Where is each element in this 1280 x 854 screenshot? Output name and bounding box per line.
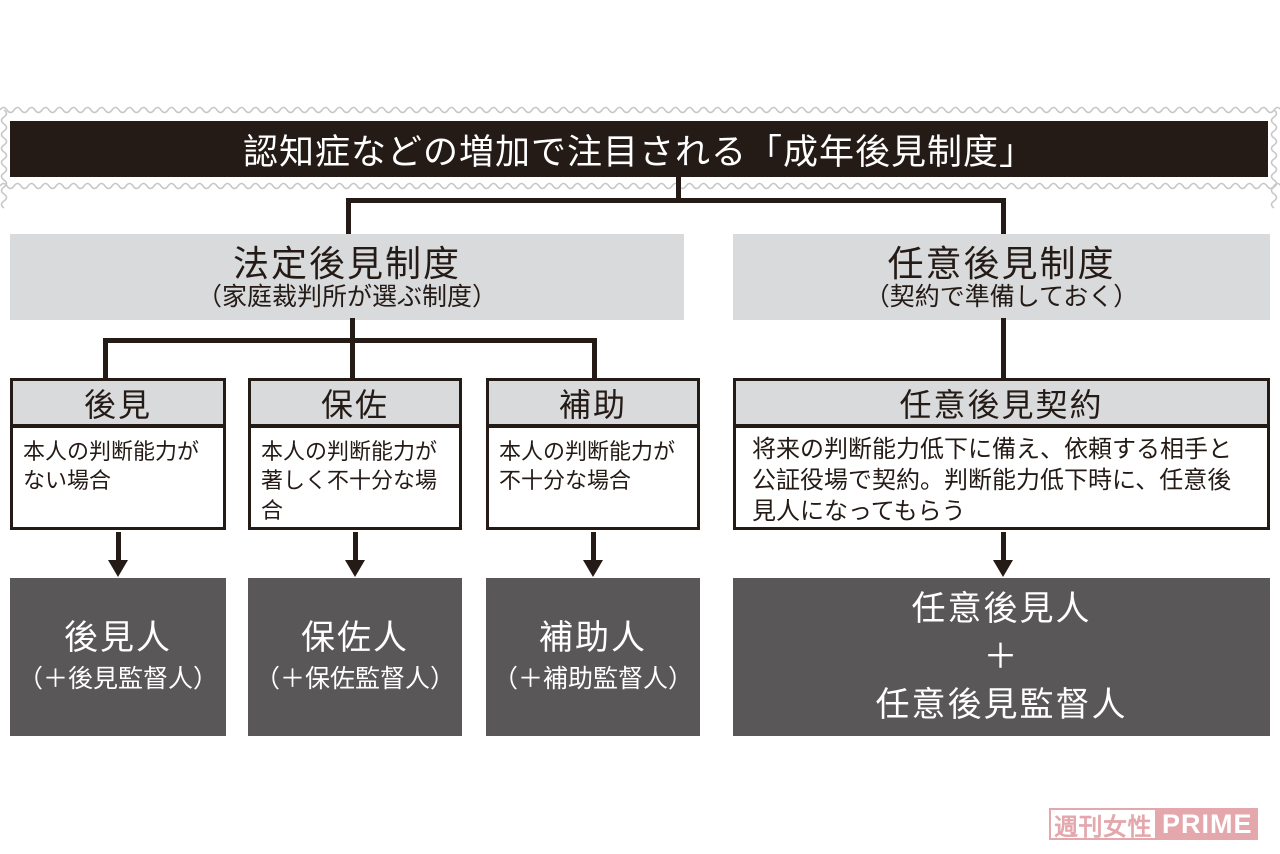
koken-type-box: 後見 本人の判断能力がない場合: [10, 378, 226, 530]
connector-title-stem: [676, 177, 681, 203]
legal-guardianship-title: 法定後見制度: [232, 242, 461, 284]
connector-left-header-stem: [350, 318, 355, 343]
hosa-type-title: 保佐: [251, 381, 459, 428]
connector-hosa-drop: [350, 338, 355, 378]
koken-type-title: 後見: [13, 381, 223, 428]
torn-edge-wave-below-title: [0, 182, 1280, 190]
torn-edge-wave-right: [1270, 109, 1278, 209]
hojo-result-main: 補助人: [539, 619, 647, 658]
down-arrow-stem: [116, 532, 121, 562]
watermark-brand-label: PRIME: [1157, 808, 1258, 840]
voluntary-contract-description: 将来の判断能力低下に備え、依頼する相手と公証役場で契約。判断能力低下時に、任意後…: [752, 436, 1232, 526]
voluntary-contract-title: 任意後見契約: [736, 381, 1267, 428]
plus-sign: ＋: [983, 637, 1020, 676]
connector-right-branch-drop: [1001, 198, 1006, 234]
down-arrow-icon: [345, 560, 365, 577]
voluntary-result-box: 任意後見人 ＋ 任意後見監督人: [733, 578, 1270, 736]
legal-guardianship-subtitle: （家庭裁判所が選ぶ制度）: [196, 282, 497, 311]
voluntary-guardianship-header-box: 任意後見制度 （契約で準備しておく）: [733, 234, 1270, 320]
connector-left-branch-drop: [346, 198, 351, 234]
connector-hojo-drop: [592, 338, 597, 378]
diagram-title-bar: 認知症などの増加で注目される「成年後見制度」: [10, 121, 1268, 177]
hojo-type-title: 補助: [489, 381, 697, 428]
down-arrow-icon: [108, 560, 128, 577]
connector-contract-drop: [1001, 318, 1006, 378]
voluntary-guardianship-subtitle: （契約で準備しておく）: [864, 282, 1139, 311]
connector-branch-split: [346, 198, 1006, 203]
down-arrow-icon: [993, 560, 1013, 577]
torn-edge-wave-left: [0, 109, 8, 209]
voluntary-guardianship-title: 任意後見制度: [887, 242, 1116, 284]
down-arrow-icon: [583, 560, 603, 577]
hosa-type-condition: 本人の判断能力が著しく不十分な場合: [261, 439, 438, 523]
down-arrow-stem: [591, 532, 596, 562]
voluntary-result-line3: 任意後見監督人: [875, 686, 1128, 725]
hojo-type-box: 補助 本人の判断能力が不十分な場合: [486, 378, 700, 530]
koken-result-main: 後見人: [64, 619, 172, 658]
hosa-result-main: 保佐人: [301, 619, 409, 658]
hojo-result-box: 補助人 （＋補助監督人）: [486, 578, 700, 736]
hosa-result-box: 保佐人 （＋保佐監督人）: [248, 578, 462, 736]
koken-type-condition: 本人の判断能力がない場合: [23, 439, 200, 494]
hojo-type-condition: 本人の判断能力が不十分な場合: [499, 439, 676, 494]
voluntary-result-line1: 任意後見人: [911, 589, 1092, 628]
voluntary-contract-box: 任意後見契約 将来の判断能力低下に備え、依頼する相手と公証役場で契約。判断能力低…: [733, 378, 1270, 530]
legal-guardianship-header-box: 法定後見制度 （家庭裁判所が選ぶ制度）: [10, 234, 684, 320]
hosa-type-box: 保佐 本人の判断能力が著しく不十分な場合: [248, 378, 462, 530]
down-arrow-stem: [353, 532, 358, 562]
torn-edge-wave-top: [0, 106, 1280, 114]
hosa-result-sub: （＋保佐監督人）: [254, 665, 455, 694]
connector-koken-drop: [103, 338, 108, 378]
koken-result-box: 後見人 （＋後見監督人）: [10, 578, 226, 736]
diagram-title: 認知症などの増加で注目される「成年後見制度」: [242, 132, 1035, 172]
watermark-magazine-label: 週刊女性: [1049, 808, 1157, 841]
publisher-watermark: 週刊女性 PRIME: [1049, 808, 1258, 841]
down-arrow-stem: [1001, 532, 1006, 562]
hojo-result-sub: （＋補助監督人）: [492, 665, 693, 694]
koken-result-sub: （＋後見監督人）: [17, 665, 218, 694]
